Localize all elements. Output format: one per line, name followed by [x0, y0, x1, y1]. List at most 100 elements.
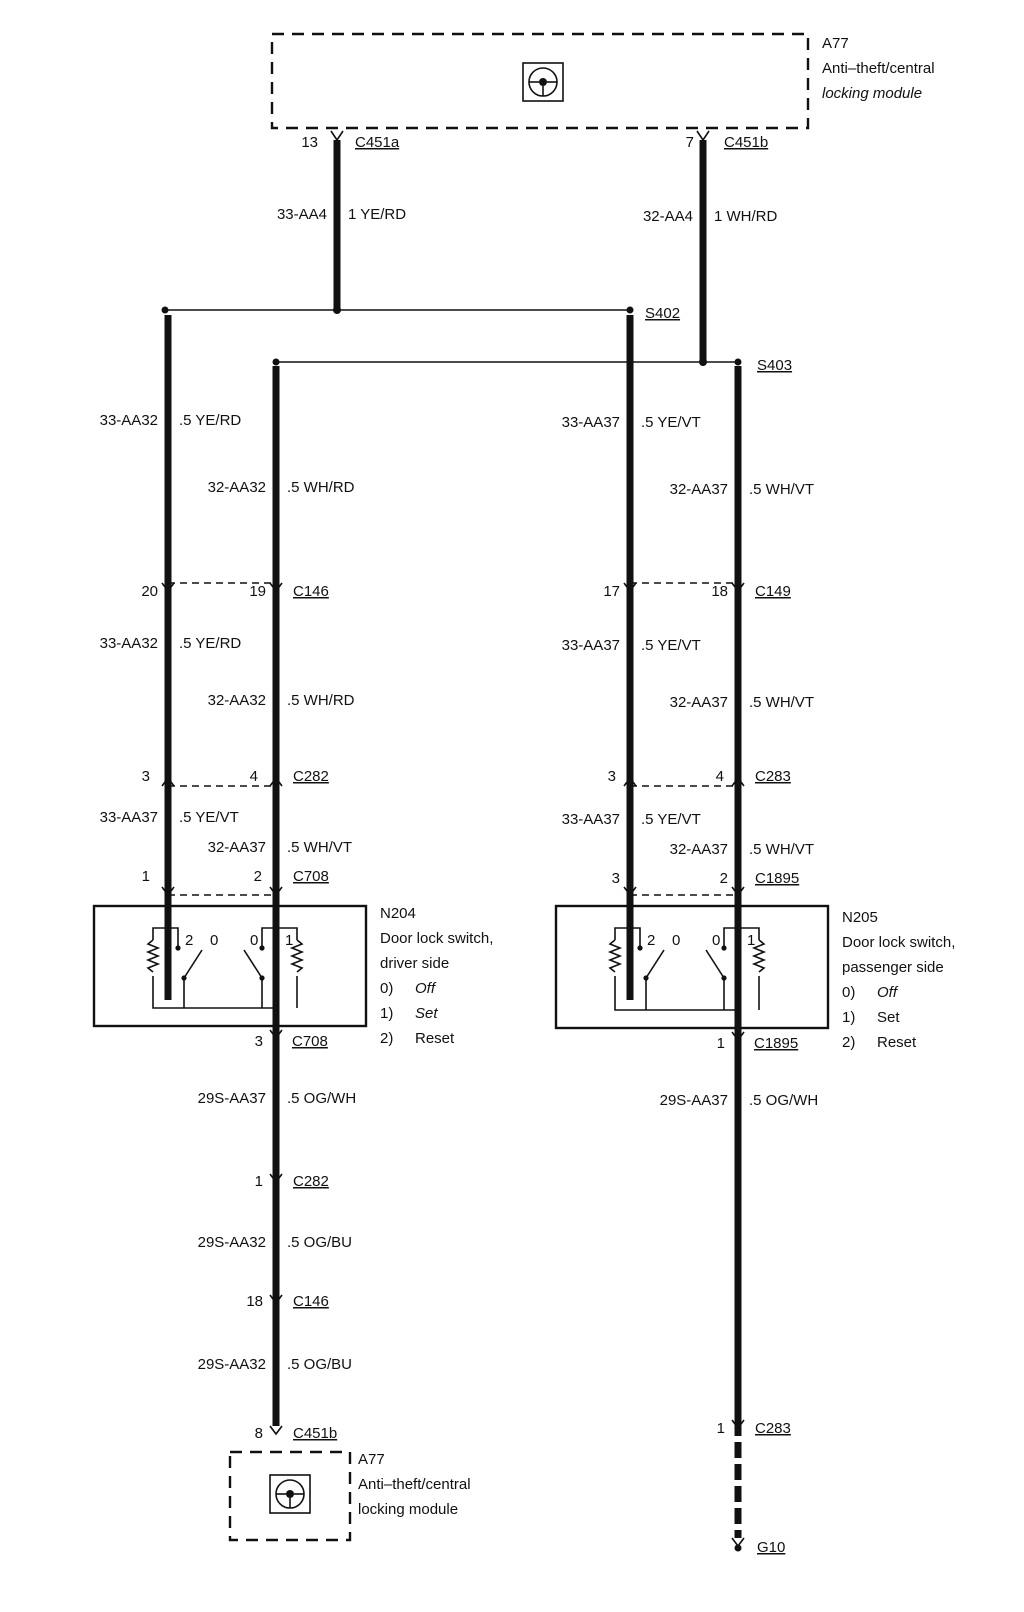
n204-pos0: Off — [415, 980, 437, 997]
n204-pos0-num: 0) — [380, 980, 393, 997]
splice-s403: S403 — [757, 357, 792, 374]
c1895a-name: C1895 — [755, 870, 799, 887]
n204-pos2-num: 2) — [380, 1030, 393, 1047]
w16-circuit: 29S-AA37 — [660, 1092, 728, 1109]
c1895a-pin-r: 2 — [720, 870, 728, 887]
w17-spec: .5 OG/BU — [287, 1234, 352, 1251]
c146b-pin: 18 — [246, 1293, 263, 1310]
ground-g10: G10 — [757, 1539, 785, 1556]
n205-pos2-num: 2) — [842, 1034, 855, 1051]
n204-pos1-num: 1) — [380, 1005, 393, 1022]
w1-circuit: 33-AA4 — [277, 206, 327, 223]
n204-pos1: Set — [415, 1005, 438, 1022]
c708b-name: C708 — [292, 1033, 328, 1050]
n205-contact-0a: 0 — [672, 932, 680, 949]
w15-spec: .5 OG/WH — [287, 1090, 356, 1107]
n205-pos0: Off — [877, 984, 899, 1001]
c708a-pin-l: 1 — [142, 868, 150, 885]
w9-spec: .5 YE/VT — [641, 637, 701, 654]
n205-id: N205 — [842, 909, 878, 926]
c146b-name: C146 — [293, 1293, 329, 1310]
w12-spec: .5 WH/VT — [287, 839, 352, 856]
c708b-pin: 3 — [255, 1033, 263, 1050]
splice-s402: S402 — [645, 305, 680, 322]
n204-line2: driver side — [380, 955, 449, 972]
w3-spec: .5 YE/RD — [179, 412, 241, 429]
c283b-name: C283 — [755, 1420, 791, 1437]
n205-contact-2: 2 — [647, 932, 655, 949]
w18-spec: .5 OG/BU — [287, 1356, 352, 1373]
conn-c451b-top: C451b — [724, 134, 768, 151]
c146a-pin-l: 20 — [141, 583, 158, 600]
w6-spec: .5 WH/VT — [749, 481, 814, 498]
n205-pos2: Reset — [877, 1034, 917, 1051]
w10-circuit: 32-AA37 — [670, 694, 728, 711]
c282b-name: C282 — [293, 1173, 329, 1190]
n204-contact-1: 1 — [285, 932, 293, 949]
pin-7: 7 — [686, 134, 694, 151]
n205-pos1-num: 1) — [842, 1009, 855, 1026]
module-top-id: A77 — [822, 35, 849, 52]
c283b-pin: 1 — [717, 1420, 725, 1437]
w6-circuit: 32-AA37 — [670, 481, 728, 498]
switch-n205: 2 0 0 1 N205 Door lock switch, passenger… — [554, 904, 955, 1051]
module-top: A77 Anti–theft/central locking module — [270, 32, 935, 130]
n204-line1: Door lock switch, — [380, 930, 493, 947]
c1895a-pin-l: 3 — [612, 870, 620, 887]
w15-circuit: 29S-AA37 — [198, 1090, 266, 1107]
steering-wheel-icon — [522, 62, 564, 102]
w10-spec: .5 WH/VT — [749, 694, 814, 711]
n205-line2: passenger side — [842, 959, 944, 976]
w7-spec: .5 YE/RD — [179, 635, 241, 652]
conn-c451a: C451a — [355, 134, 400, 151]
c282a-name: C282 — [293, 768, 329, 785]
ground-icon — [734, 1544, 742, 1552]
n205-pos0-num: 0) — [842, 984, 855, 1001]
w16-spec: .5 OG/WH — [749, 1092, 818, 1109]
module-bottom-box — [228, 1450, 352, 1542]
module-top-box — [270, 32, 810, 130]
w14-spec: .5 WH/VT — [749, 841, 814, 858]
w2-circuit: 32-AA4 — [643, 208, 693, 225]
n205-contact-1: 1 — [747, 932, 755, 949]
w5-circuit: 33-AA37 — [562, 414, 620, 431]
c283a-name: C283 — [755, 768, 791, 785]
w4-circuit: 32-AA32 — [208, 479, 266, 496]
w1-spec: 1 YE/RD — [348, 206, 406, 223]
w3-circuit: 33-AA32 — [100, 412, 158, 429]
w2-spec: 1 WH/RD — [714, 208, 778, 225]
w18-circuit: 29S-AA32 — [198, 1356, 266, 1373]
w4-spec: .5 WH/RD — [287, 479, 355, 496]
w12-circuit: 32-AA37 — [208, 839, 266, 856]
c708a-name: C708 — [293, 868, 329, 885]
c1895b-pin: 1 — [717, 1035, 725, 1052]
c283a-pin-r: 4 — [716, 768, 724, 785]
w13-spec: .5 YE/VT — [641, 811, 701, 828]
pin-13: 13 — [301, 134, 318, 151]
switch-n204: 2 0 0 1 N204 Door lock switch, driver si… — [92, 904, 493, 1047]
c1895b-name: C1895 — [754, 1035, 798, 1052]
module-top-line2: locking module — [822, 85, 922, 102]
w11-spec: .5 YE/VT — [179, 809, 239, 826]
n204-contact-0a: 0 — [210, 932, 218, 949]
module-bottom-id: A77 — [358, 1451, 385, 1468]
w14-circuit: 32-AA37 — [670, 841, 728, 858]
c708a-pin-r: 2 — [254, 868, 262, 885]
w9-circuit: 33-AA37 — [562, 637, 620, 654]
module-bottom: A77 Anti–theft/central locking module — [228, 1450, 471, 1542]
c283a-pin-l: 3 — [608, 768, 616, 785]
n204-contact-0b: 0 — [250, 932, 258, 949]
c282a-pin-r: 4 — [250, 768, 258, 785]
c149-name: C149 — [755, 583, 791, 600]
w8-circuit: 32-AA32 — [208, 692, 266, 709]
steering-wheel-icon — [269, 1474, 311, 1514]
n205-contact-0b: 0 — [712, 932, 720, 949]
w17-circuit: 29S-AA32 — [198, 1234, 266, 1251]
n204-pos2: Reset — [415, 1030, 455, 1047]
w8-spec: .5 WH/RD — [287, 692, 355, 709]
switch-n204-box — [92, 904, 368, 1028]
c149-pin-r: 18 — [711, 583, 728, 600]
c146a-pin-r: 19 — [249, 583, 266, 600]
module-top-line1: Anti–theft/central — [822, 60, 935, 77]
